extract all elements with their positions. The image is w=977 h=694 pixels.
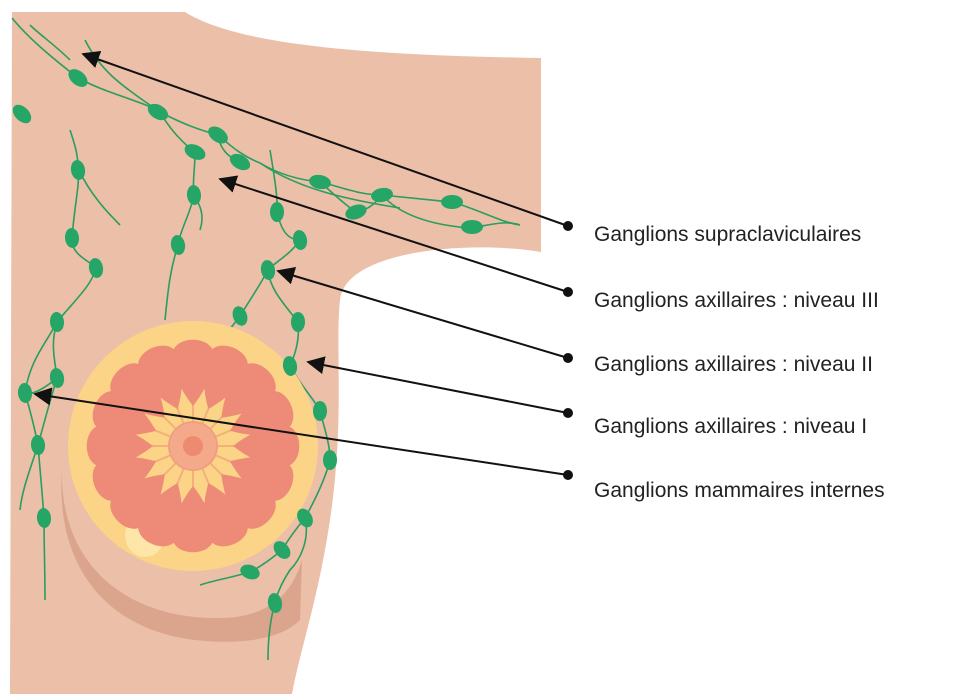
- lymph-node-icon: [313, 401, 327, 421]
- label-axillary-level-I: Ganglions axillaires : niveau I: [594, 415, 867, 438]
- label-axillary-level-II: Ganglions axillaires : niveau II: [594, 353, 873, 376]
- label-dots: [563, 221, 573, 480]
- dot-icon: [563, 287, 573, 297]
- label-supraclavicular: Ganglions supraclaviculaires: [594, 223, 861, 246]
- lymph-node-icon: [291, 312, 305, 332]
- nipple: [183, 436, 203, 456]
- lymph-node-icon: [323, 450, 337, 470]
- labels: Ganglions supraclaviculaires Ganglions a…: [594, 223, 885, 502]
- dot-icon: [563, 408, 573, 418]
- label-internal-mammary: Ganglions mammaires internes: [594, 479, 885, 502]
- dot-icon: [563, 353, 573, 363]
- label-axillary-level-III: Ganglions axillaires : niveau III: [594, 289, 879, 312]
- lymph-node-icon: [441, 195, 463, 209]
- breast-gland: [68, 321, 318, 571]
- dot-icon: [563, 470, 573, 480]
- lymph-node-icon: [461, 220, 483, 234]
- lymph-node-icon: [270, 202, 284, 222]
- dot-icon: [563, 221, 573, 231]
- arrow-axillary-I: [308, 362, 568, 413]
